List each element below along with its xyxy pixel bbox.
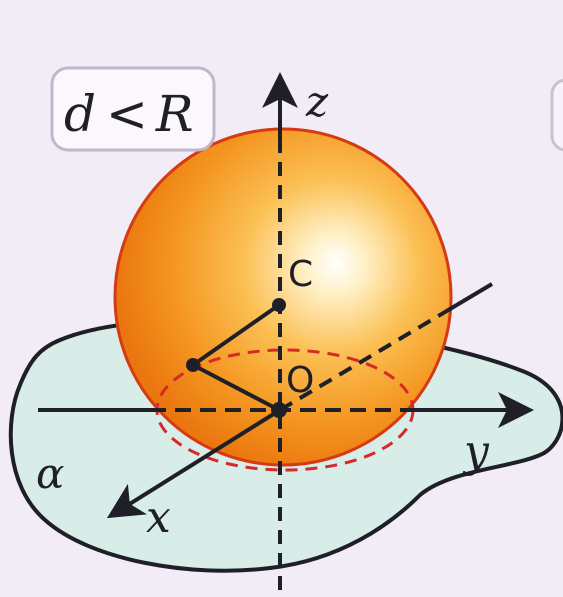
label-o: O (286, 360, 314, 401)
label-alpha: α (36, 449, 64, 498)
x-axis-back-dashed (278, 310, 447, 412)
point-c (272, 298, 286, 312)
condition-badge (50, 66, 216, 152)
label-y: y (462, 426, 490, 477)
x-axis-arrow (106, 408, 282, 519)
second-badge-partial (550, 78, 563, 152)
condition-text: d<R (64, 85, 194, 143)
point-rim (186, 358, 200, 372)
segment-rim-to-o (192, 363, 280, 412)
condition-r: R (155, 85, 194, 143)
condition-d: d (64, 85, 96, 143)
label-c: C (288, 254, 313, 295)
point-o (271, 402, 287, 418)
label-z: z (305, 77, 329, 126)
x-axis-back-solid (443, 282, 494, 314)
condition-op: < (106, 85, 148, 143)
label-x: x (146, 492, 171, 543)
sphere (113, 127, 453, 467)
segment-c-to-rim (191, 303, 281, 367)
